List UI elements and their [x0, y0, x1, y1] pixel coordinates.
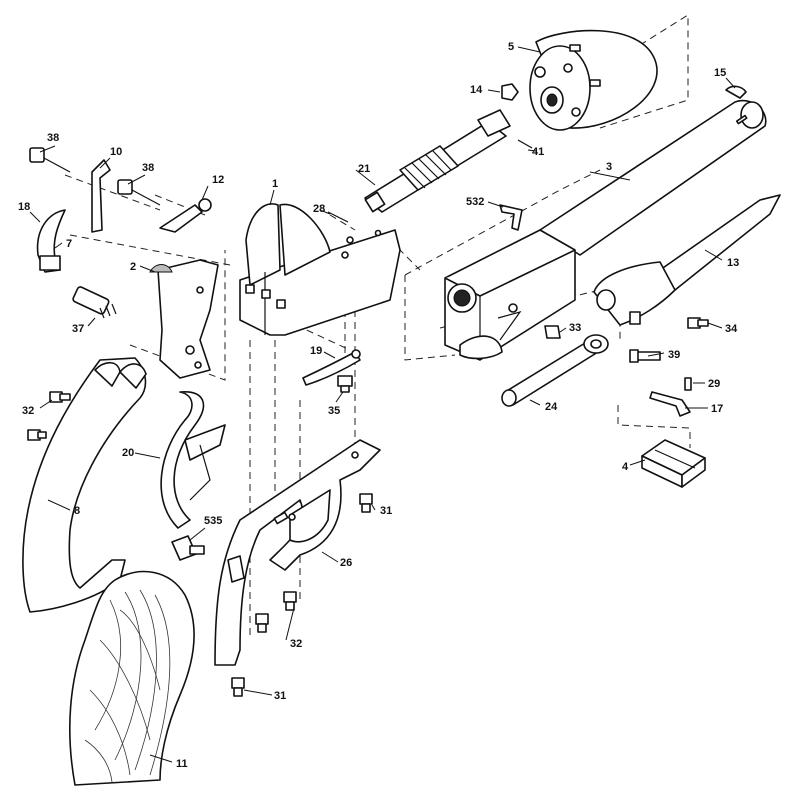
label-part-17: 17 — [711, 403, 723, 415]
label-part-19: 19 — [310, 345, 322, 357]
label-part-7: 7 — [66, 238, 72, 250]
label-part-28: 28 — [313, 203, 325, 215]
screw-37-part — [72, 286, 117, 319]
barrel-part — [539, 99, 767, 256]
label-part-24: 24 — [545, 401, 558, 413]
label-part-35: 35 — [328, 405, 340, 417]
wedge-part — [499, 204, 523, 231]
barrel-lug-part — [444, 229, 576, 361]
label-part-11: 11 — [176, 758, 188, 770]
bolt-part — [91, 159, 111, 233]
screw-31a-part — [359, 493, 373, 513]
label-part-34: 34 — [725, 323, 738, 335]
arbor-part — [364, 109, 511, 213]
label-part-535: 535 — [204, 515, 222, 527]
screw-31b-part — [231, 677, 245, 697]
label-part-3: 3 — [606, 161, 612, 173]
label-part-2: 2 — [130, 261, 136, 273]
screw-32c-part — [27, 429, 47, 441]
block-part — [641, 439, 706, 488]
label-part-532: 532 — [466, 196, 484, 208]
label-part-12: 12 — [212, 174, 224, 186]
lever-bar-part — [501, 334, 609, 407]
cylinder-pin-part — [517, 139, 533, 149]
label-part-18: 18 — [18, 201, 30, 213]
hammer-part — [149, 259, 219, 379]
spring-19-part — [302, 349, 361, 386]
trigger-guard-part — [214, 439, 381, 666]
grip-part — [69, 570, 195, 786]
latch-part — [649, 391, 691, 417]
label-part-20: 20 — [122, 447, 134, 459]
frame-part — [239, 203, 401, 336]
label-part-33: 33 — [569, 322, 581, 334]
screw-35-part — [337, 375, 353, 393]
screw-32b-part — [255, 591, 297, 633]
rammer-part — [593, 194, 781, 326]
mainspring-part — [160, 391, 226, 529]
label-part-1: 1 — [272, 178, 278, 190]
nipple-part — [501, 83, 519, 101]
label-part-29: 29 — [708, 378, 720, 390]
pin-29-part — [684, 377, 692, 391]
screw-39-part — [629, 349, 661, 363]
label-part-32a: 32 — [22, 405, 34, 417]
part-number-labels: 5 14 15 41 21 3 532 13 33 34 39 29 17 24… — [18, 41, 739, 770]
label-part-31a: 31 — [380, 505, 392, 517]
screw-32a-part — [49, 391, 71, 403]
hand-part — [159, 198, 212, 233]
screw-535-part — [171, 535, 205, 561]
screw-38a-part — [29, 147, 71, 173]
cylinder-part — [529, 29, 658, 131]
label-part-37: 37 — [72, 323, 84, 335]
label-part-4: 4 — [622, 461, 629, 473]
label-part-41: 41 — [532, 146, 544, 158]
trigger-part — [36, 209, 66, 273]
label-part-26: 26 — [340, 557, 352, 569]
label-part-32b: 32 — [290, 638, 302, 650]
label-part-5: 5 — [508, 41, 514, 53]
leader-lines — [29, 46, 736, 763]
label-part-10: 10 — [110, 146, 122, 158]
label-part-13: 13 — [727, 257, 739, 269]
pin-28-part — [327, 211, 349, 223]
screw-38b-part — [117, 179, 161, 206]
label-part-38b: 38 — [142, 162, 154, 174]
front-sight-part — [725, 85, 747, 99]
label-part-39: 39 — [668, 349, 680, 361]
label-part-31b: 31 — [274, 690, 286, 702]
screw-34-part — [687, 317, 709, 329]
label-part-21: 21 — [358, 163, 370, 175]
label-part-15: 15 — [714, 67, 726, 79]
label-part-14: 14 — [470, 84, 483, 96]
label-part-38a: 38 — [47, 132, 59, 144]
label-part-8: 8 — [74, 505, 80, 517]
screw-33-part — [544, 325, 561, 339]
